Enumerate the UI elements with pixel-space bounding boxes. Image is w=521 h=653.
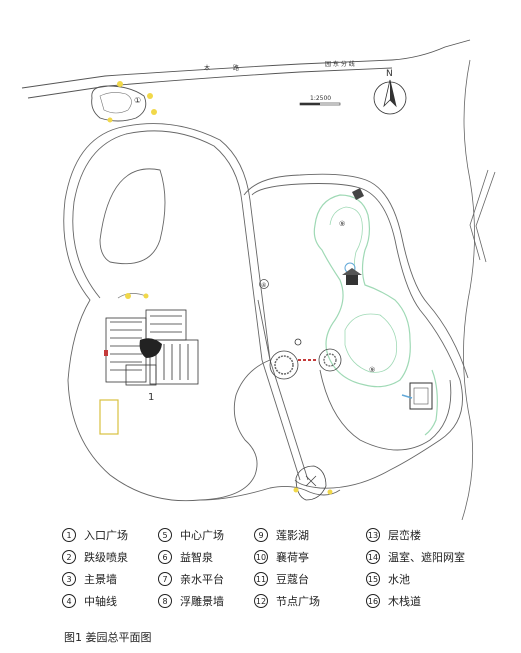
legend-number: 9 — [254, 528, 268, 542]
central-plaza — [269, 338, 342, 380]
legend-item: 12 节点广场 — [254, 590, 366, 612]
legend-item: 10 襄荷亭 — [254, 546, 366, 568]
legend-item: 11 豆蔻台 — [254, 568, 366, 590]
legend-item: 5 中心广场 — [158, 524, 254, 546]
figure-caption: 图1 姜园总平面图 — [64, 631, 152, 644]
plaza-light — [125, 293, 131, 299]
legend-item: 7 亲水平台 — [158, 568, 254, 590]
main-entrance-mark — [104, 350, 108, 356]
legend-number: 15 — [366, 572, 380, 586]
legend-label: 木栈道 — [388, 595, 421, 608]
legend-label: 主景墙 — [84, 573, 117, 586]
legend-number: 13 — [366, 528, 380, 542]
legend-number: 11 — [254, 572, 268, 586]
legend-number: 7 — [158, 572, 172, 586]
north-label: N — [386, 69, 393, 79]
legend-label: 莲影湖 — [276, 529, 309, 542]
legend-number: 4 — [62, 594, 76, 608]
top-road — [21, 39, 471, 99]
greenhouse-building — [401, 369, 438, 436]
legend-label: 亲水平台 — [180, 573, 224, 586]
main-building — [105, 293, 199, 386]
legend-item: 3 主景墙 — [62, 568, 158, 590]
legend-label: 水池 — [388, 573, 410, 586]
entrance-plaza — [91, 81, 157, 123]
legend-item: 9 莲影湖 — [254, 524, 366, 546]
legend-item: 16 木栈道 — [366, 590, 502, 612]
legend-number: 16 — [366, 594, 380, 608]
legend-item: 8 浮雕景墙 — [158, 590, 254, 612]
pool-outline — [99, 399, 119, 435]
legend-label: 襄荷亭 — [276, 551, 309, 564]
north-arrow-icon: N — [373, 69, 407, 115]
legend-label: 节点广场 — [276, 595, 320, 608]
legend-label: 温室、遮阳网室 — [388, 551, 465, 564]
legend-number: 3 — [62, 572, 76, 586]
marker-lake-north: ⑨ — [339, 220, 345, 228]
path-network — [63, 123, 469, 502]
pavilion-icon — [342, 268, 362, 285]
marker-lake-south: ⑨ — [369, 366, 375, 374]
legend-number: 8 — [158, 594, 172, 608]
legend-label: 益智泉 — [180, 551, 213, 564]
legend-number: 12 — [254, 594, 268, 608]
marker-axis: ④ — [261, 282, 266, 289]
legend-number: 1 — [62, 528, 76, 542]
legend-label: 层峦楼 — [388, 529, 421, 542]
belvedere-icon — [352, 188, 364, 200]
south-node — [293, 465, 333, 501]
legend-item: 6 益智泉 — [158, 546, 254, 568]
legend-item: 4 中轴线 — [62, 590, 158, 612]
legend-label: 浮雕景墙 — [180, 595, 224, 608]
legend-label: 入口广场 — [84, 529, 128, 542]
east-boundary — [461, 59, 496, 520]
legend-number: 10 — [254, 550, 268, 564]
lotus-lake — [313, 194, 411, 388]
legend-number: 5 — [158, 528, 172, 542]
legend-item: 13 层峦楼 — [366, 524, 502, 546]
site-plan: 木 路 园 东 分 线 ① 1:2500 N — [21, 39, 496, 520]
road-label-3: 园 东 分 线 — [325, 60, 355, 68]
legend-item: 2 跌级喷泉 — [62, 546, 158, 568]
legend-item: 1 入口广场 — [62, 524, 158, 546]
legend-number: 6 — [158, 550, 172, 564]
scale-bar: 1:2500 — [299, 95, 341, 106]
legend-number: 14 — [366, 550, 380, 564]
legend-label: 豆蔻台 — [276, 573, 309, 586]
legend-label: 跌级喷泉 — [84, 551, 128, 564]
marker-building: 1 — [148, 392, 154, 403]
legend: 1 入口广场 5 中心广场 9 莲影湖 13 层峦楼 2 跌级喷泉 6 益智泉 10 襄荷亭 14 温室、遮阳… — [62, 524, 502, 612]
legend-label: 中轴线 — [84, 595, 117, 608]
marker-entrance: ① — [134, 96, 141, 105]
legend-item: 14 温室、遮阳网室 — [366, 546, 502, 568]
marker-axis-circle — [259, 279, 269, 289]
legend-number: 2 — [62, 550, 76, 564]
legend-label: 中心广场 — [180, 529, 224, 542]
plaza-light — [143, 293, 149, 299]
road-label-2: 路 — [233, 64, 239, 72]
road-label-1: 木 — [204, 64, 210, 72]
scale-label: 1:2500 — [310, 95, 331, 102]
main-wall-block — [139, 338, 162, 358]
legend-item: 15 水池 — [366, 568, 502, 590]
